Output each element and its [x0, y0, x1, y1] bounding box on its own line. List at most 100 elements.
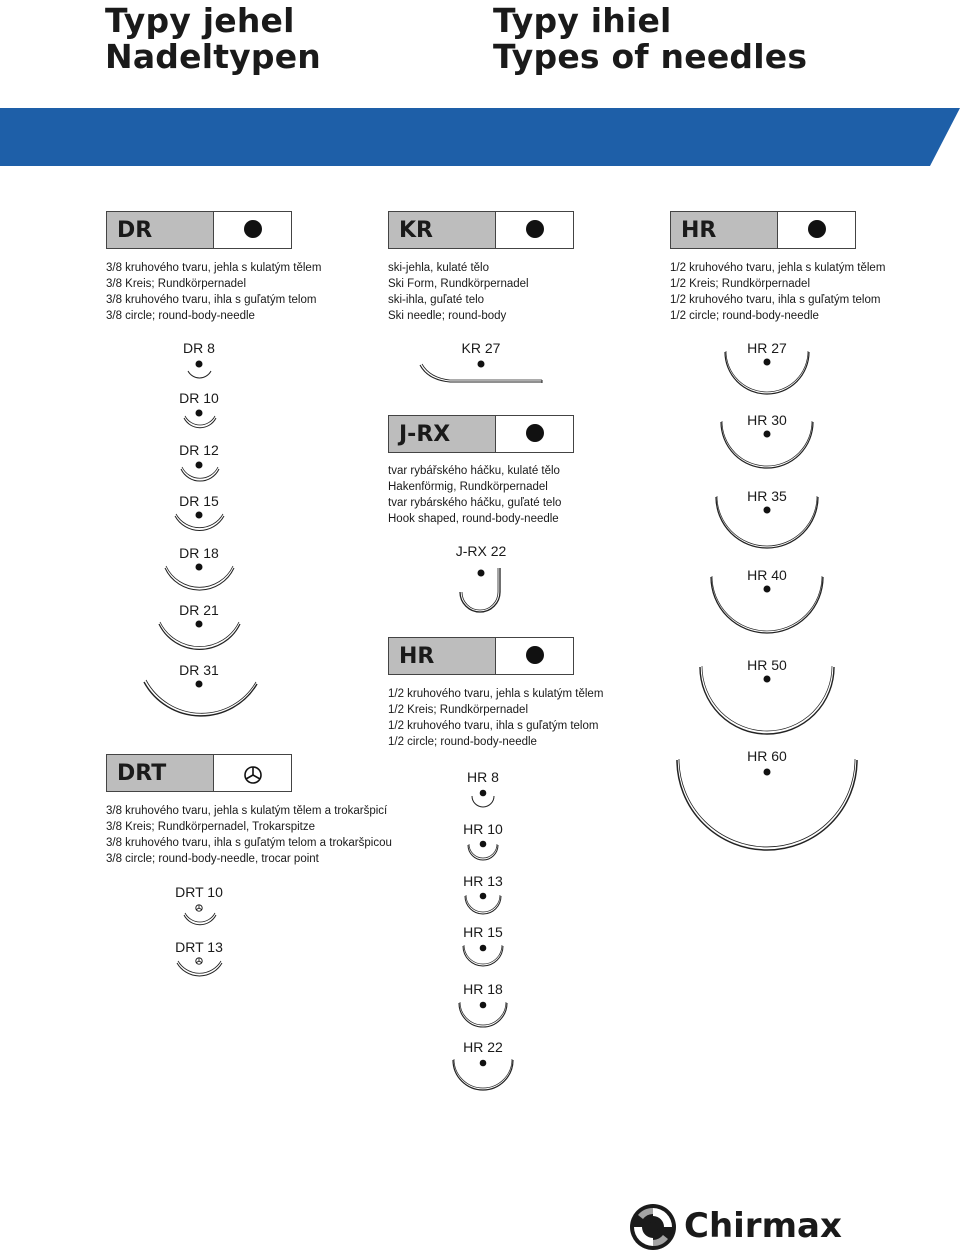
needle-hr-8-shape — [471, 789, 495, 808]
needle-label-hr-18: HR 18 — [463, 981, 503, 997]
hr-mid-desc-line: 1/2 circle; round-body-needle — [388, 736, 537, 748]
needle-label-hr-8: HR 8 — [467, 769, 499, 785]
needle-dr-15-shape — [174, 511, 225, 531]
chirmax-swirl-logo-icon — [630, 1204, 676, 1250]
needle-dr-21-shape — [158, 620, 241, 650]
hr-mid-header: HR — [388, 637, 574, 675]
needle-hr-40-shape — [710, 575, 824, 634]
needle-label-hr-10: HR 10 — [463, 821, 503, 837]
needle-label-hr-60: HR 60 — [747, 748, 787, 764]
chirmax-logo-text: Chirmax — [684, 1206, 842, 1246]
dr-desc-line: 3/8 kruhového tvaru, jehla s kulatým těl… — [106, 262, 322, 274]
dr-desc-line: 3/8 circle; round-body-needle — [106, 310, 255, 322]
hr-right-desc-line: 1/2 kruhového tvaru, jehla s kulatým těl… — [670, 262, 886, 274]
hr-right-desc-line: 1/2 Kreis; Rundkörpernadel — [670, 278, 810, 290]
kr-desc-line: ski-jehla, kulaté tělo — [388, 262, 489, 274]
kr-code: KR — [388, 211, 496, 249]
band-corner-notch — [930, 108, 960, 166]
jrx-desc-line: Hakenförmig, Rundkörpernadel — [388, 481, 548, 493]
blue-header-band — [0, 108, 960, 166]
round-body-dot-icon — [495, 211, 574, 249]
kr-desc-line: Ski needle; round-body — [388, 310, 507, 322]
drt-code: DRT — [106, 754, 214, 792]
needle-label-dr-21: DR 21 — [179, 602, 219, 618]
needle-hr-22-shape — [452, 1058, 514, 1091]
needle-hr-15-shape — [462, 944, 504, 967]
needle-label-dr-15: DR 15 — [179, 493, 219, 509]
jrx-description: tvar rybářského háčku, kulaté tělo Haken… — [388, 463, 561, 527]
needle-label-dr-12: DR 12 — [179, 442, 219, 458]
needle-hr-27-shape — [724, 350, 810, 395]
jrx-desc-line: tvar rybářského háčku, kulaté tělo — [388, 465, 560, 477]
needle-jrx-22-shape — [459, 568, 501, 613]
kr-description: ski-jehla, kulaté tělo Ski Form, Rundkör… — [388, 260, 529, 324]
hr-right-header: HR — [670, 211, 856, 249]
drt-description: 3/8 kruhového tvaru, jehla s kulatým těl… — [106, 803, 392, 867]
needle-hr-30-shape — [720, 420, 814, 469]
title-english: Types of needles — [493, 37, 808, 76]
trocar-point-icon — [213, 754, 292, 792]
needle-dr-12-shape — [180, 461, 220, 482]
needle-dr-10-shape — [183, 409, 217, 429]
dr-desc-line: 3/8 kruhového tvaru, ihla s guľatým telo… — [106, 294, 317, 306]
kr-desc-line: Ski Form, Rundkörpernadel — [388, 278, 529, 290]
hr-mid-description: 1/2 kruhového tvaru, jehla s kulatým těl… — [388, 686, 603, 750]
jrx-code: J-RX — [388, 415, 496, 453]
kr-desc-line: ski-ihla, guľaté telo — [388, 294, 485, 306]
needle-label-hr-22: HR 22 — [463, 1039, 503, 1055]
needle-hr-50-shape — [699, 665, 835, 735]
needle-kr-27-shape — [419, 360, 543, 383]
needle-label-dr-31: DR 31 — [179, 662, 219, 678]
needle-hr-60-shape — [676, 758, 858, 851]
needle-hr-13-shape — [464, 892, 502, 915]
hr-mid-desc-line: 1/2 Kreis; Rundkörpernadel — [388, 704, 528, 716]
needle-label-drt-13: DRT 13 — [175, 939, 223, 955]
title-czech: Typy jehel — [105, 1, 295, 40]
needle-label-jrx-22: J-RX 22 — [455, 543, 507, 559]
drt-desc-line: 3/8 kruhového tvaru, ihla s guľatým telo… — [106, 837, 392, 849]
needle-drt-10-shape — [183, 904, 217, 926]
needle-label-hr-13: HR 13 — [463, 873, 503, 889]
needle-label-hr-15: HR 15 — [463, 924, 503, 940]
round-body-dot-icon — [495, 637, 574, 675]
hr-mid-desc-line: 1/2 kruhového tvaru, ihla s guľatým telo… — [388, 720, 599, 732]
round-body-dot-icon — [495, 415, 574, 453]
hr-right-description: 1/2 kruhového tvaru, jehla s kulatým těl… — [670, 260, 885, 324]
round-body-dot-icon — [777, 211, 856, 249]
drt-desc-line: 3/8 kruhového tvaru, jehla s kulatým těl… — [106, 805, 388, 817]
needle-label-hr-40: HR 40 — [747, 567, 787, 583]
kr-header: KR — [388, 211, 574, 249]
drt-desc-line: 3/8 circle; round-body-needle, trocar po… — [106, 853, 319, 865]
needle-label-hr-30: HR 30 — [747, 412, 787, 428]
needle-dr-31-shape — [143, 679, 258, 717]
needle-label-dr-8: DR 8 — [183, 340, 215, 356]
title-german: Nadeltypen — [105, 37, 321, 76]
dr-description: 3/8 kruhového tvaru, jehla s kulatým těl… — [106, 260, 321, 324]
needle-drt-13-shape — [176, 957, 223, 977]
round-body-dot-icon — [213, 211, 292, 249]
needle-hr-18-shape — [458, 1001, 508, 1028]
drt-header: DRT — [106, 754, 292, 792]
hr-right-code: HR — [670, 211, 778, 249]
needle-label-dr-18: DR 18 — [179, 545, 219, 561]
dr-desc-line: 3/8 Kreis; Rundkörpernadel — [106, 278, 246, 290]
jrx-desc-line: Hook shaped, round-body-needle — [388, 513, 559, 525]
needle-hr-10-shape — [467, 840, 499, 861]
jrx-header: J-RX — [388, 415, 574, 453]
dr-header: DR — [106, 211, 292, 249]
hr-right-desc-line: 1/2 kruhového tvaru, ihla s guľatým telo… — [670, 294, 881, 306]
needle-dr-8-shape — [187, 360, 212, 379]
needle-label-dr-10: DR 10 — [179, 390, 219, 406]
drt-desc-line: 3/8 Kreis; Rundkörpernadel, Trokarspitze — [106, 821, 316, 833]
title-slovak: Typy ihiel — [493, 1, 672, 40]
jrx-desc-line: tvar rybárského háčku, guľaté telo — [388, 497, 562, 509]
needle-hr-35-shape — [715, 495, 819, 549]
needle-label-hr-35: HR 35 — [747, 488, 787, 504]
hr-mid-code: HR — [388, 637, 496, 675]
dr-code: DR — [106, 211, 214, 249]
needle-label-hr-27: HR 27 — [747, 340, 787, 356]
needle-label-kr-27: KR 27 — [461, 340, 501, 356]
hr-right-desc-line: 1/2 circle; round-body-needle — [670, 310, 819, 322]
hr-mid-desc-line: 1/2 kruhového tvaru, jehla s kulatým těl… — [388, 688, 604, 700]
needle-dr-18-shape — [164, 563, 235, 591]
